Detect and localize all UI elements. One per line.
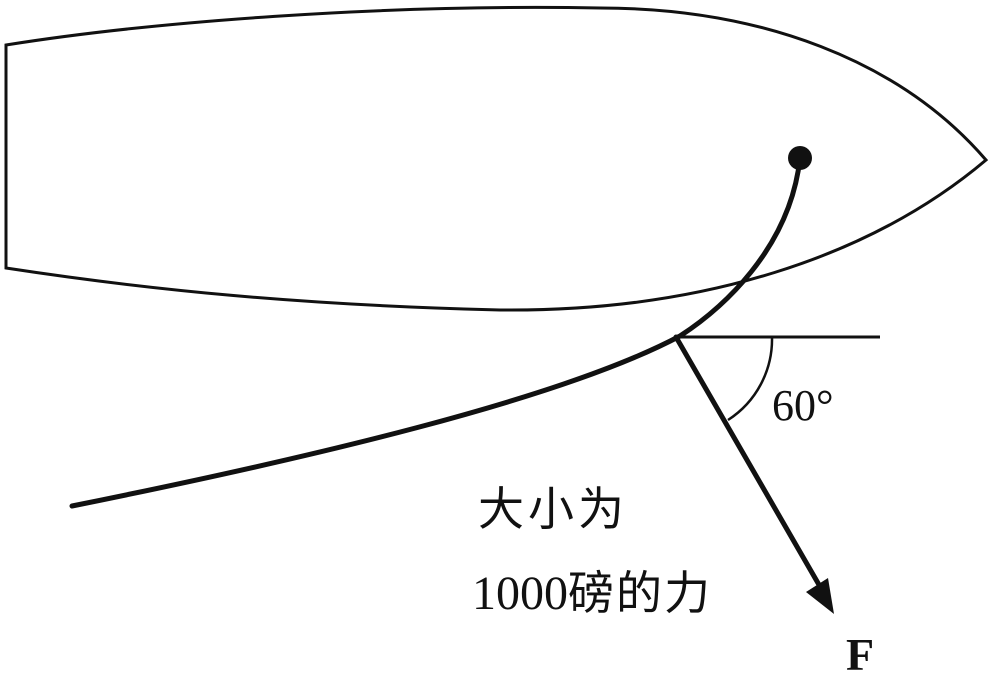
angle-label: 60°: [772, 381, 834, 430]
force-label: F: [846, 629, 875, 680]
tow-rope: [69, 155, 803, 509]
force-description-line2: 1000磅的力: [472, 570, 712, 618]
force-description-line1: 大小为: [478, 482, 628, 536]
force-magnitude-value: 1000: [472, 567, 568, 620]
rope-attachment-point: [788, 146, 812, 170]
force-magnitude-unit-text: 磅的力: [568, 566, 712, 620]
boat-hull-outline: [4, 5, 989, 312]
angle-arc: [727, 336, 774, 422]
force-vector-line: [673, 334, 825, 593]
force-vector-arrowhead: [806, 578, 834, 614]
